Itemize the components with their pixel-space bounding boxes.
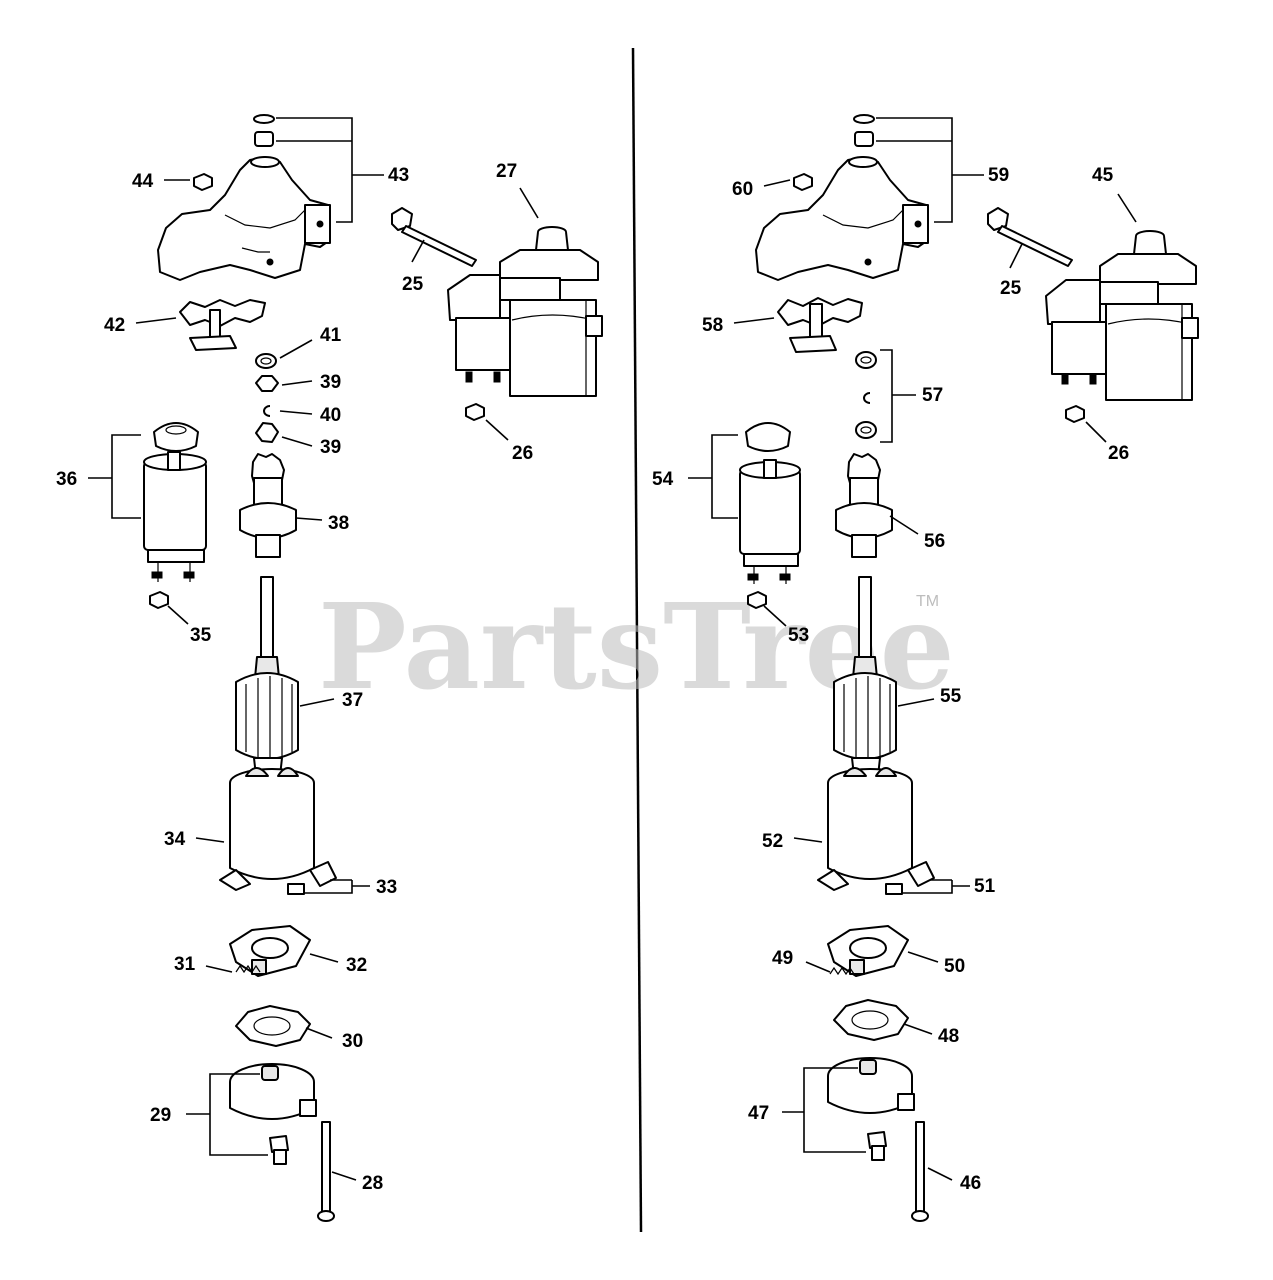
brush-holder-right bbox=[827, 925, 909, 977]
brush-plate bbox=[235, 1005, 311, 1047]
callout-39-top: 39 bbox=[320, 372, 341, 393]
callout-33: 33 bbox=[376, 877, 397, 898]
callout-26-right: 26 bbox=[1108, 443, 1129, 464]
nut-26 bbox=[465, 403, 485, 421]
drive-end-housing-right bbox=[755, 114, 929, 281]
nut-53 bbox=[747, 591, 767, 609]
retaining-ring-40 bbox=[263, 405, 271, 417]
callout-41: 41 bbox=[320, 325, 342, 346]
end-cover-right bbox=[827, 1057, 915, 1161]
callout-60: 60 bbox=[732, 179, 753, 200]
callout-30: 30 bbox=[342, 1031, 363, 1052]
brush-spring-49 bbox=[829, 966, 855, 976]
brush-plate-right bbox=[833, 999, 909, 1041]
brush-spring-31 bbox=[235, 964, 261, 974]
shift-lever bbox=[179, 299, 266, 351]
pinion-drive bbox=[239, 453, 297, 558]
solenoid bbox=[143, 422, 207, 582]
callout-32: 32 bbox=[346, 955, 367, 976]
center-divider bbox=[631, 47, 643, 1233]
callout-26-left: 26 bbox=[512, 443, 533, 464]
bolt-25-right bbox=[987, 207, 1073, 267]
callout-56: 56 bbox=[924, 531, 945, 552]
right-assembly: 60 59 45 25 58 57 26 54 56 53 55 52 51 4… bbox=[652, 114, 1199, 1222]
stop-ring-39-top bbox=[255, 375, 279, 392]
callout-44: 44 bbox=[132, 171, 154, 192]
callout-59: 59 bbox=[988, 165, 1009, 186]
bolt-25 bbox=[391, 207, 477, 267]
callout-38: 38 bbox=[328, 513, 349, 534]
nut-44 bbox=[193, 173, 213, 191]
callout-43: 43 bbox=[388, 165, 409, 186]
callout-27: 27 bbox=[496, 161, 517, 182]
yoke-field-frame-right bbox=[817, 767, 935, 895]
end-cover bbox=[229, 1063, 317, 1165]
callout-54: 54 bbox=[652, 469, 674, 490]
left-assembly: 44 43 27 25 42 41 39 40 39 26 36 38 35 3… bbox=[56, 114, 603, 1222]
nut-26-right bbox=[1065, 405, 1085, 423]
callout-45: 45 bbox=[1092, 165, 1114, 186]
collar-57-bottom bbox=[855, 421, 877, 439]
armature-right bbox=[833, 576, 897, 777]
through-bolt-right bbox=[911, 1121, 929, 1222]
callout-52: 52 bbox=[762, 831, 783, 852]
callout-53: 53 bbox=[788, 625, 809, 646]
collar-57-top bbox=[855, 351, 877, 369]
callout-39-bottom: 39 bbox=[320, 437, 341, 458]
callout-40: 40 bbox=[320, 405, 341, 426]
callout-55: 55 bbox=[940, 686, 962, 707]
callout-50: 50 bbox=[944, 956, 965, 977]
callout-35: 35 bbox=[190, 625, 212, 646]
callout-48: 48 bbox=[938, 1026, 959, 1047]
collar-41 bbox=[255, 353, 277, 369]
nut-35 bbox=[149, 591, 169, 609]
callout-49: 49 bbox=[772, 948, 793, 969]
nut-60 bbox=[793, 173, 813, 191]
callout-29: 29 bbox=[150, 1105, 171, 1126]
brush-holder bbox=[229, 925, 311, 977]
drive-end-housing bbox=[157, 114, 331, 281]
callout-51: 51 bbox=[974, 876, 996, 897]
watermark-tm: TM bbox=[916, 593, 939, 610]
through-bolt bbox=[317, 1121, 335, 1222]
callout-34: 34 bbox=[164, 829, 186, 850]
callout-47: 47 bbox=[748, 1103, 769, 1124]
armature bbox=[235, 576, 299, 777]
retaining-ring-57 bbox=[863, 392, 871, 404]
yoke-field-frame bbox=[219, 767, 337, 895]
callout-31: 31 bbox=[174, 954, 196, 975]
starter-motor-assembly bbox=[447, 226, 603, 397]
callout-25-right: 25 bbox=[1000, 278, 1022, 299]
callout-58: 58 bbox=[702, 315, 723, 336]
starter-motor-assembly-right bbox=[1045, 230, 1199, 401]
callout-25-left: 25 bbox=[402, 274, 424, 295]
callout-36: 36 bbox=[56, 469, 77, 490]
pinion-drive-right bbox=[835, 453, 893, 558]
callout-46: 46 bbox=[960, 1173, 981, 1194]
shift-lever-right bbox=[777, 297, 863, 353]
stop-ring-39-bottom bbox=[255, 422, 279, 443]
callout-42: 42 bbox=[104, 315, 125, 336]
solenoid-right bbox=[739, 422, 801, 584]
callout-57: 57 bbox=[922, 385, 943, 406]
callout-37: 37 bbox=[342, 690, 363, 711]
callout-28: 28 bbox=[362, 1173, 383, 1194]
